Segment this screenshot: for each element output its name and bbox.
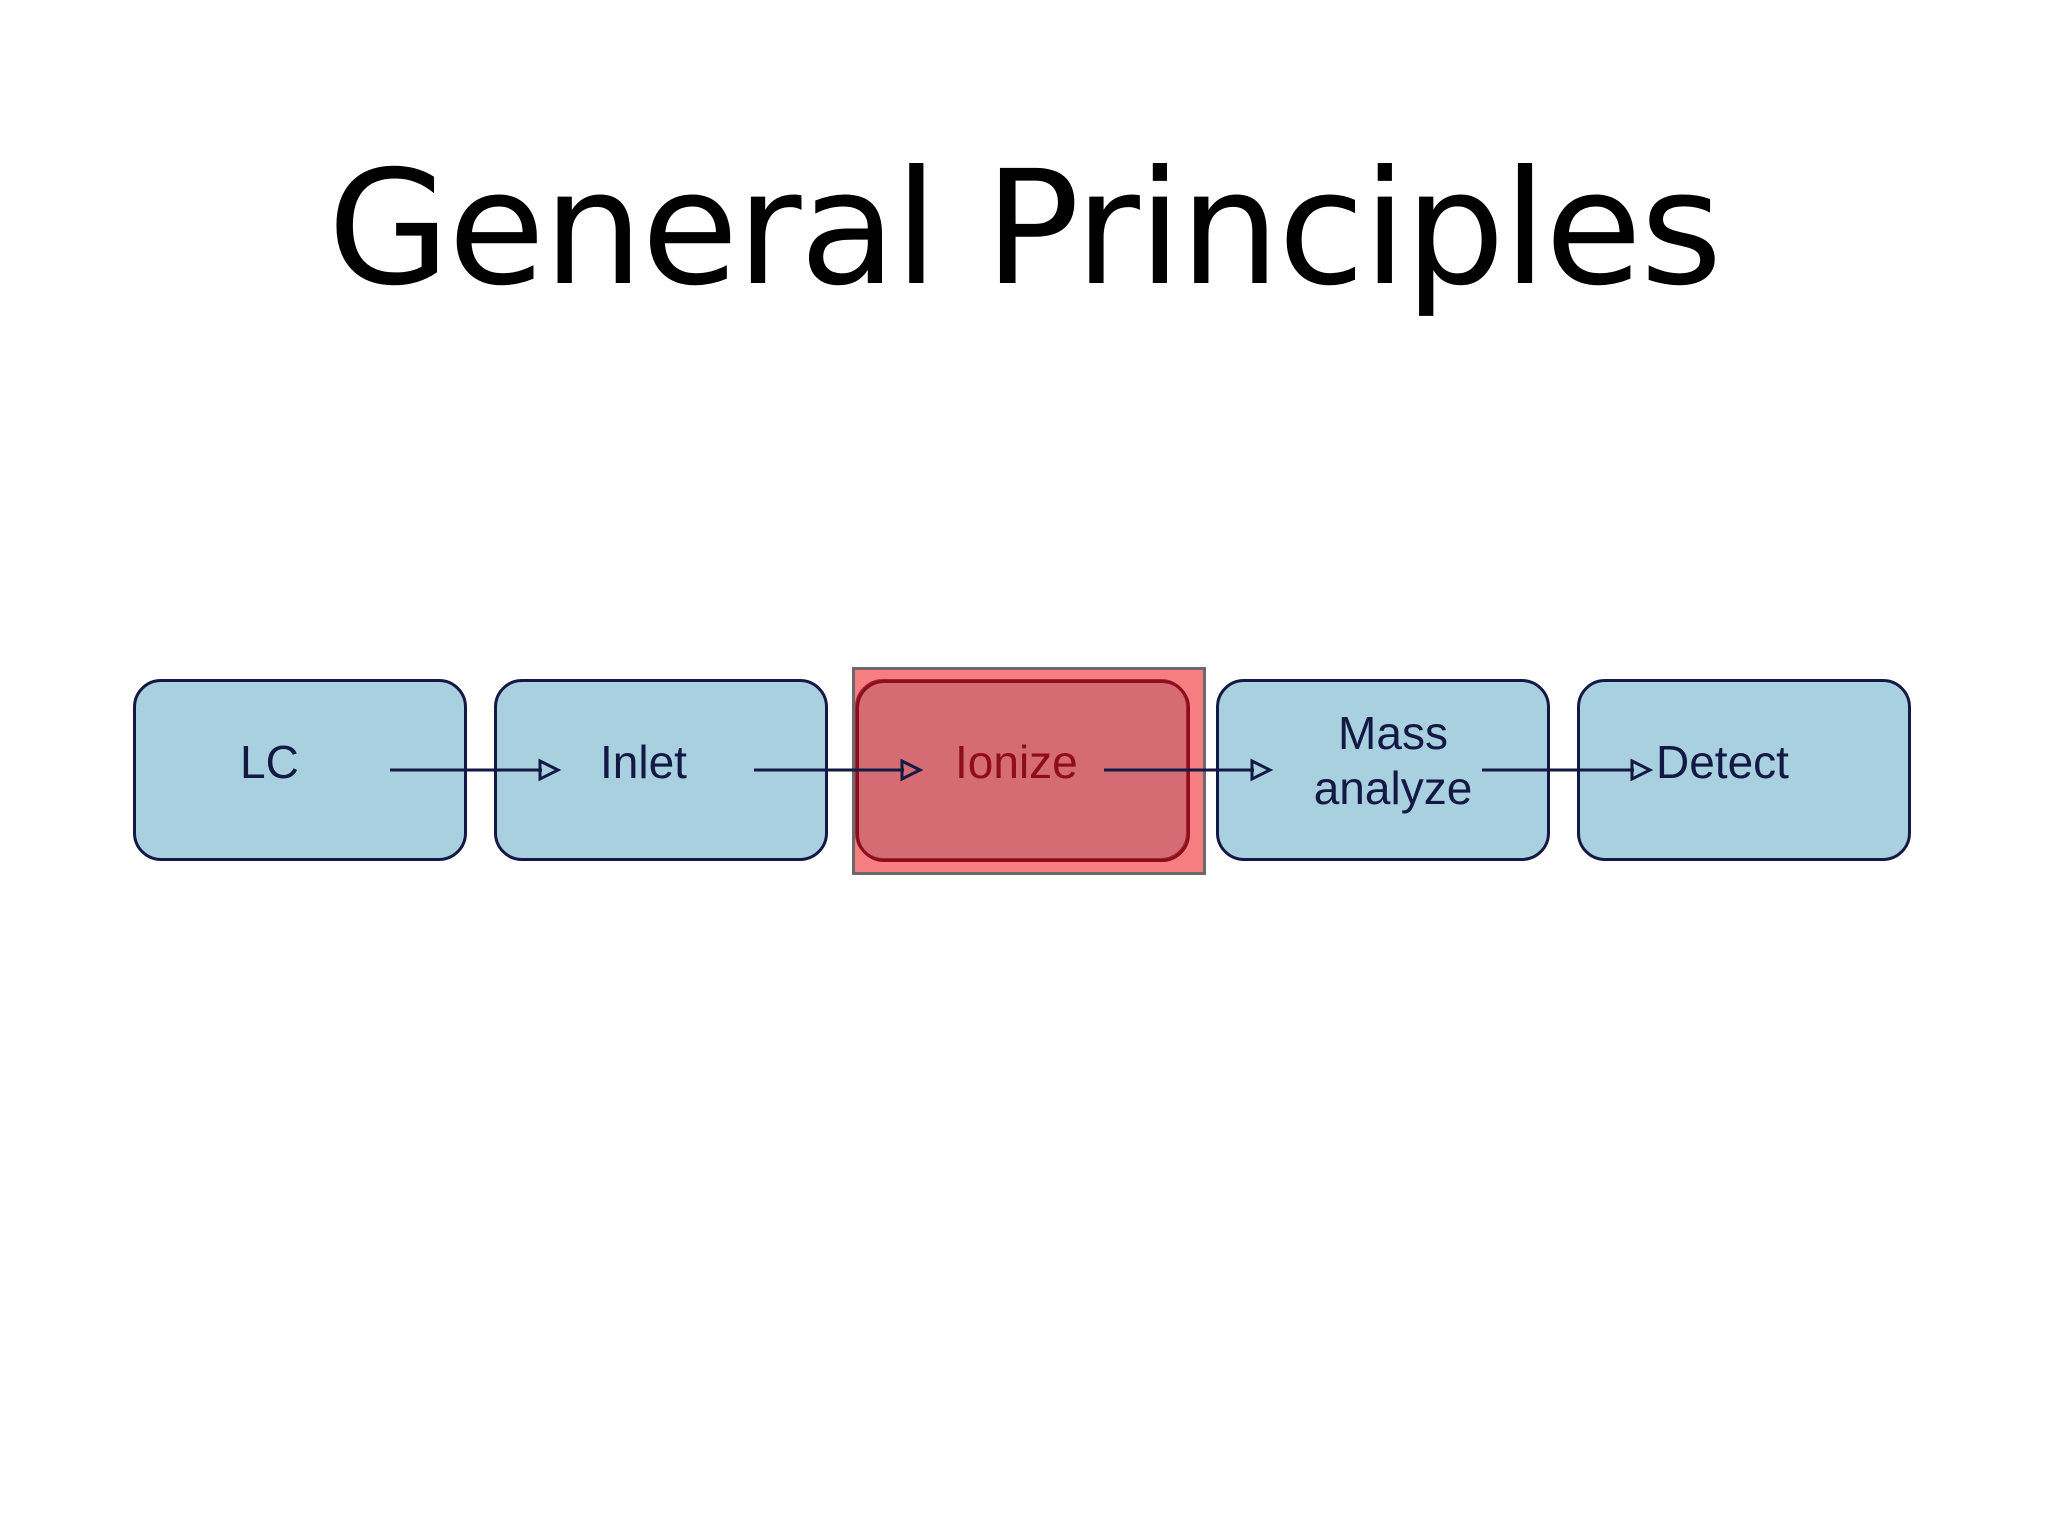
step-label-mass-analyze: Mass analyze: [1268, 706, 1518, 816]
step-label-mass-line-1: Mass: [1338, 707, 1448, 759]
step-label-detect: Detect: [1656, 736, 1789, 788]
step-label-ionize: Ionize: [955, 736, 1078, 788]
slide-title: General Principles: [327, 137, 1723, 321]
step-label-inlet: Inlet: [600, 736, 687, 788]
step-label-lc: LC: [240, 736, 299, 788]
step-label-mass-line-2: analyze: [1313, 762, 1473, 815]
